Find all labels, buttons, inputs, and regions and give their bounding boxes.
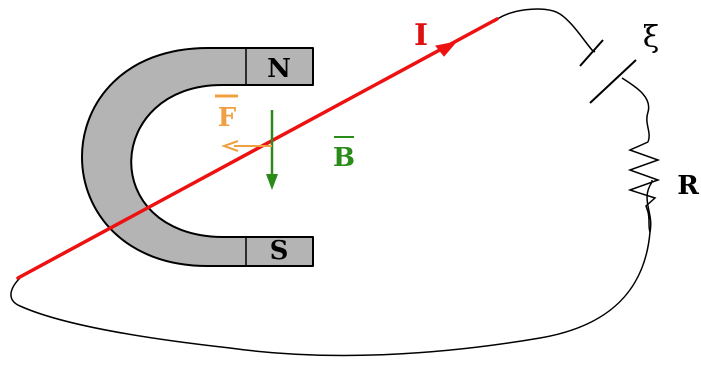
circuit-return-wire (10, 180, 653, 357)
force-label: F (218, 103, 237, 133)
resistor-lead (647, 211, 651, 233)
north-pole-label: N (267, 54, 291, 84)
current-wire (16, 17, 499, 280)
circuit-wire-battery-resistor (621, 77, 650, 143)
force-arrow (221, 140, 272, 152)
battery-icon (579, 39, 637, 104)
resistor-label: R (677, 171, 699, 201)
current-label: I (414, 18, 428, 53)
emf-label: ξ (643, 20, 660, 55)
magnetic-field-arrow (266, 110, 278, 190)
field-label: B (333, 143, 355, 173)
resistor-icon (627, 141, 661, 213)
current-direction-arrow (435, 41, 458, 57)
circuit-wire-right (493, 8, 596, 53)
south-pole-label: S (270, 236, 289, 266)
